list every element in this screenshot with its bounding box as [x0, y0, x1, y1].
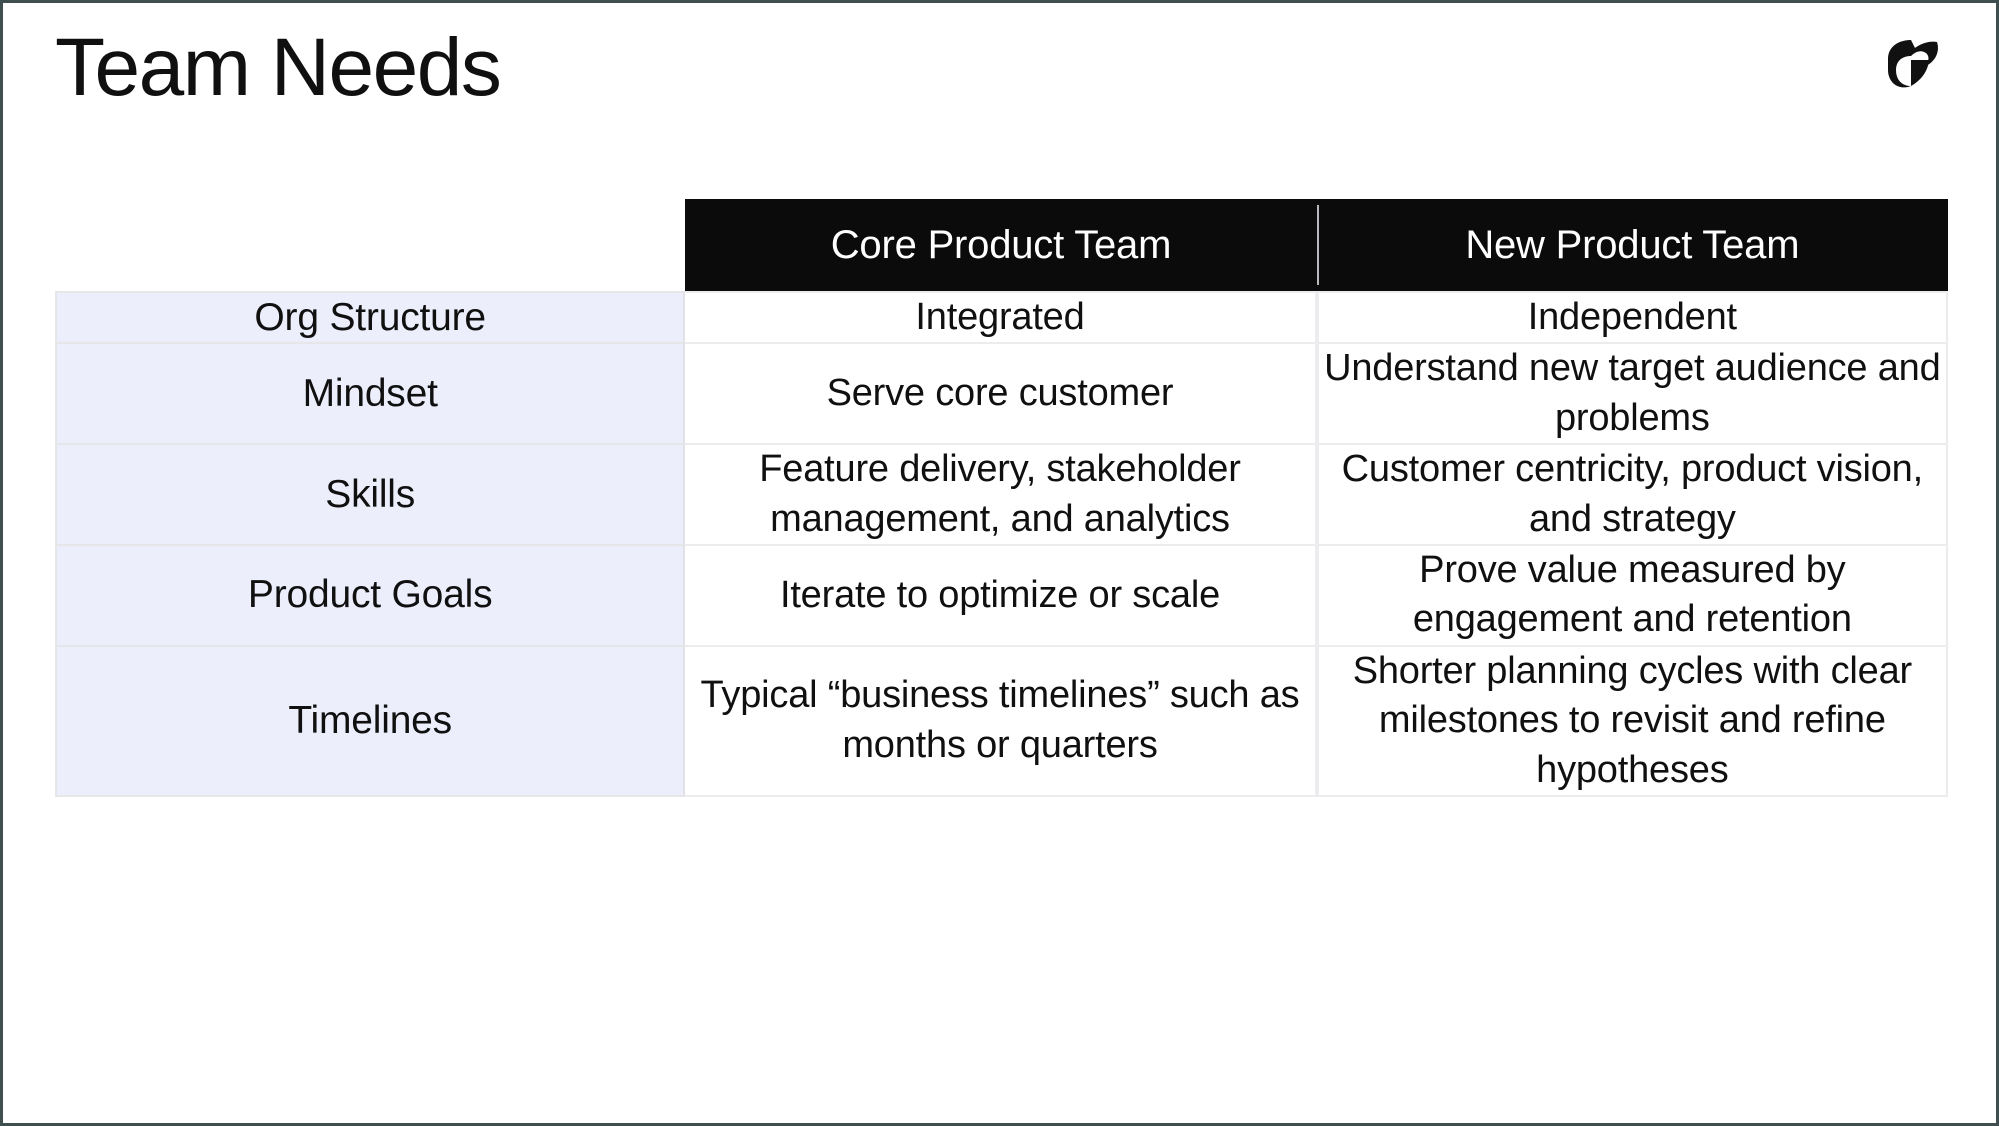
- row-label-text: Product Goals: [247, 573, 493, 617]
- cell-new-product-goals: Prove value measured by engagement and r…: [1316, 543, 1948, 645]
- page-title: Team Needs: [55, 22, 502, 113]
- row-label-text: Skills: [325, 472, 416, 516]
- cell-text: Customer centricity, product vision, and…: [1341, 448, 1924, 540]
- cell-text: Integrated: [915, 296, 1085, 338]
- row-label-skills: Skills: [55, 443, 686, 544]
- table-row: Skills Feature delivery, stakeholder man…: [55, 443, 1948, 544]
- cell-new-org-structure: Independent: [1316, 291, 1948, 343]
- cell-core-product-goals: Iterate to optimize or scale: [685, 543, 1317, 645]
- table-row: Org Structure Integrated Independent: [55, 291, 1948, 343]
- column-header-core-product-team: Core Product Team: [685, 199, 1317, 291]
- cell-text: Feature delivery, stakeholder management…: [759, 448, 1241, 540]
- table-header: Core Product Team New Product Team: [55, 199, 1948, 291]
- cell-text: Independent: [1527, 296, 1737, 338]
- column-header-new-product-team: New Product Team: [1316, 199, 1948, 291]
- table-row: Mindset Serve core customer Understand n…: [55, 342, 1948, 444]
- cell-new-mindset: Understand new target audience and probl…: [1316, 342, 1948, 444]
- table-row: Product Goals Iterate to optimize or sca…: [55, 543, 1948, 645]
- team-needs-comparison-table: Core Product Team New Product Team Org S…: [55, 199, 1948, 797]
- row-label-timelines: Timelines: [55, 644, 686, 797]
- cell-core-org-structure: Integrated: [685, 291, 1317, 343]
- cell-core-skills: Feature delivery, stakeholder management…: [685, 443, 1317, 544]
- cell-text: Iterate to optimize or scale: [779, 573, 1221, 616]
- table-header-row: Core Product Team New Product Team: [55, 199, 1948, 291]
- row-label-text: Timelines: [288, 698, 452, 742]
- row-label-mindset: Mindset: [55, 342, 686, 444]
- row-label-text: Org Structure: [254, 295, 486, 339]
- cell-text: Serve core customer: [826, 372, 1174, 415]
- table-row: Timelines Typical “business timelines” s…: [55, 644, 1948, 797]
- cell-new-skills: Customer centricity, product vision, and…: [1316, 443, 1948, 544]
- row-label-text: Mindset: [302, 371, 438, 415]
- row-label-org-structure: Org Structure: [55, 291, 686, 343]
- row-label-product-goals: Product Goals: [55, 543, 686, 645]
- cell-core-timelines: Typical “business timelines” such as mon…: [685, 644, 1317, 797]
- cell-text: Typical “business timelines” such as mon…: [700, 674, 1300, 766]
- cell-text: Shorter planning cycles with clear miles…: [1352, 649, 1912, 791]
- cell-text: Understand new target audience and probl…: [1324, 347, 1941, 439]
- company-logo-icon: [1882, 39, 1944, 95]
- cell-core-mindset: Serve core customer: [685, 342, 1317, 444]
- cell-text: Prove value measured by engagement and r…: [1412, 548, 1852, 641]
- table-corner-cell: [55, 199, 686, 291]
- table-body: Org Structure Integrated Independent Min…: [55, 291, 1948, 797]
- cell-new-timelines: Shorter planning cycles with clear miles…: [1316, 644, 1948, 797]
